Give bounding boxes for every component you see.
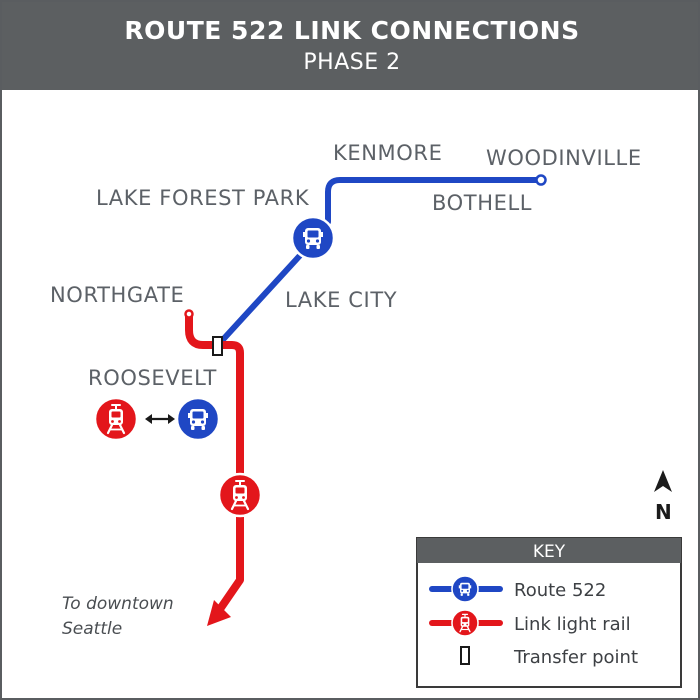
link-light-rail-line: [185, 310, 244, 616]
place-label-lake-city: LAKE CITY: [285, 288, 397, 312]
place-label-roosevelt: ROOSEVELT: [88, 366, 217, 390]
place-label-kenmore: KENMORE: [333, 141, 442, 165]
bus-icon: [175, 396, 221, 442]
key-label-transfer-point: Transfer point: [513, 647, 638, 668]
map-title: ROUTE 522 LINK CONNECTIONS: [124, 16, 580, 45]
northgate-terminus: [184, 309, 194, 319]
key-label-link-light-rail: Link light rail: [514, 614, 631, 635]
downtown-note-line1: To downtown: [62, 594, 174, 614]
key-light-rail-symbol: [429, 609, 503, 637]
key-route-522-symbol: [429, 575, 503, 603]
transfer-point-marker: [212, 336, 223, 356]
place-label-bothell: BOTHELL: [432, 191, 532, 215]
north-arrow-icon: [654, 470, 672, 492]
key-label-route-522: Route 522: [514, 580, 606, 601]
place-label-lake-forest-park: LAKE FOREST PARK: [96, 186, 310, 210]
bus-icon: [290, 215, 336, 261]
two-way-arrow-icon: [145, 414, 175, 424]
header-bar: ROUTE 522 LINK CONNECTIONS PHASE 2: [2, 2, 698, 90]
light-rail-train-icon: [93, 396, 139, 442]
woodinville-terminus: [535, 174, 547, 186]
downtown-direction-arrow: [207, 600, 231, 626]
key-title: KEY: [533, 542, 566, 562]
transfer-point-icon: [460, 646, 470, 665]
downtown-note-line2: Seattle: [62, 619, 122, 639]
place-label-northgate: NORTHGATE: [50, 283, 184, 307]
route-522-line: [215, 177, 544, 348]
north-label: N: [655, 500, 672, 524]
map-subtitle: PHASE 2: [303, 50, 401, 75]
light-rail-train-icon: [217, 472, 263, 518]
place-label-woodinville: WOODINVILLE: [486, 146, 642, 170]
